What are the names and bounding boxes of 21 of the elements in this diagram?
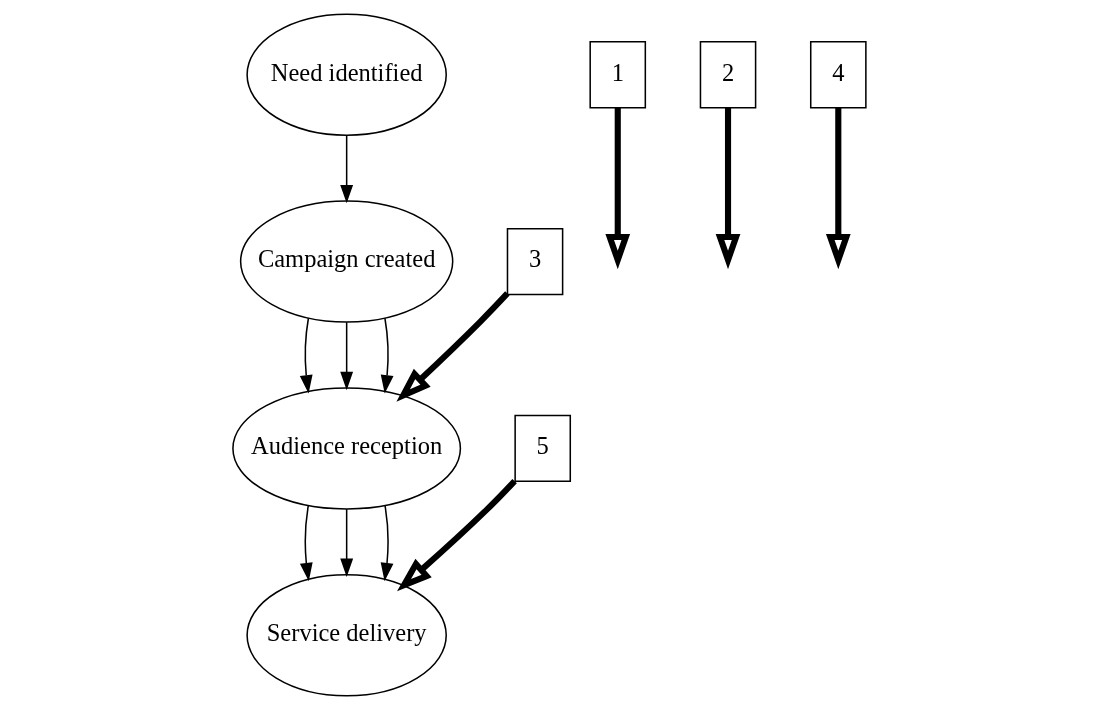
node-box: 2 xyxy=(699,41,756,109)
arrow xyxy=(380,504,393,582)
arrow xyxy=(380,317,393,394)
node-ellipse: Campaign created xyxy=(239,200,453,323)
arrow xyxy=(339,321,353,391)
arrow xyxy=(299,317,313,394)
arrow xyxy=(395,291,510,402)
arrow xyxy=(299,504,313,582)
node-box: 1 xyxy=(588,41,646,109)
node-ellipse: Need identified xyxy=(245,13,447,136)
arrow xyxy=(396,479,517,592)
arrow xyxy=(715,107,740,270)
arrow xyxy=(825,107,851,270)
node-box: 4 xyxy=(809,41,867,109)
node-ellipse: Service delivery xyxy=(245,574,447,697)
node-ellipse: Audience reception xyxy=(231,387,461,510)
arrow xyxy=(339,134,353,204)
arrow xyxy=(604,107,630,270)
node-box: 5 xyxy=(513,414,571,483)
node-box: 3 xyxy=(506,227,563,296)
arrow xyxy=(339,508,353,577)
